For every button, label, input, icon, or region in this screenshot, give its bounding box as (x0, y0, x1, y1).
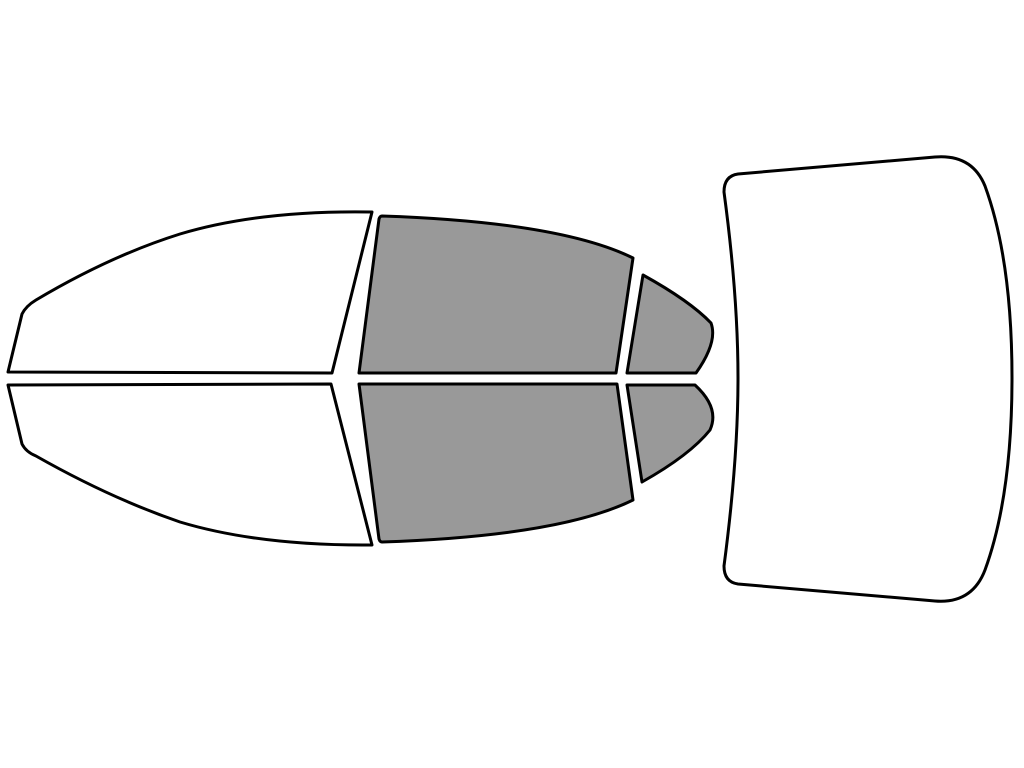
front-door-window-right[interactable] (6, 382, 374, 547)
rear-quarter-window-right[interactable] (625, 383, 715, 484)
rear-door-window-right[interactable] (357, 382, 635, 544)
rear-door-window-left[interactable] (357, 214, 635, 375)
front-door-window-left[interactable] (6, 210, 374, 375)
rear-quarter-window-left[interactable] (625, 273, 715, 375)
rear-windshield[interactable] (722, 155, 1014, 603)
